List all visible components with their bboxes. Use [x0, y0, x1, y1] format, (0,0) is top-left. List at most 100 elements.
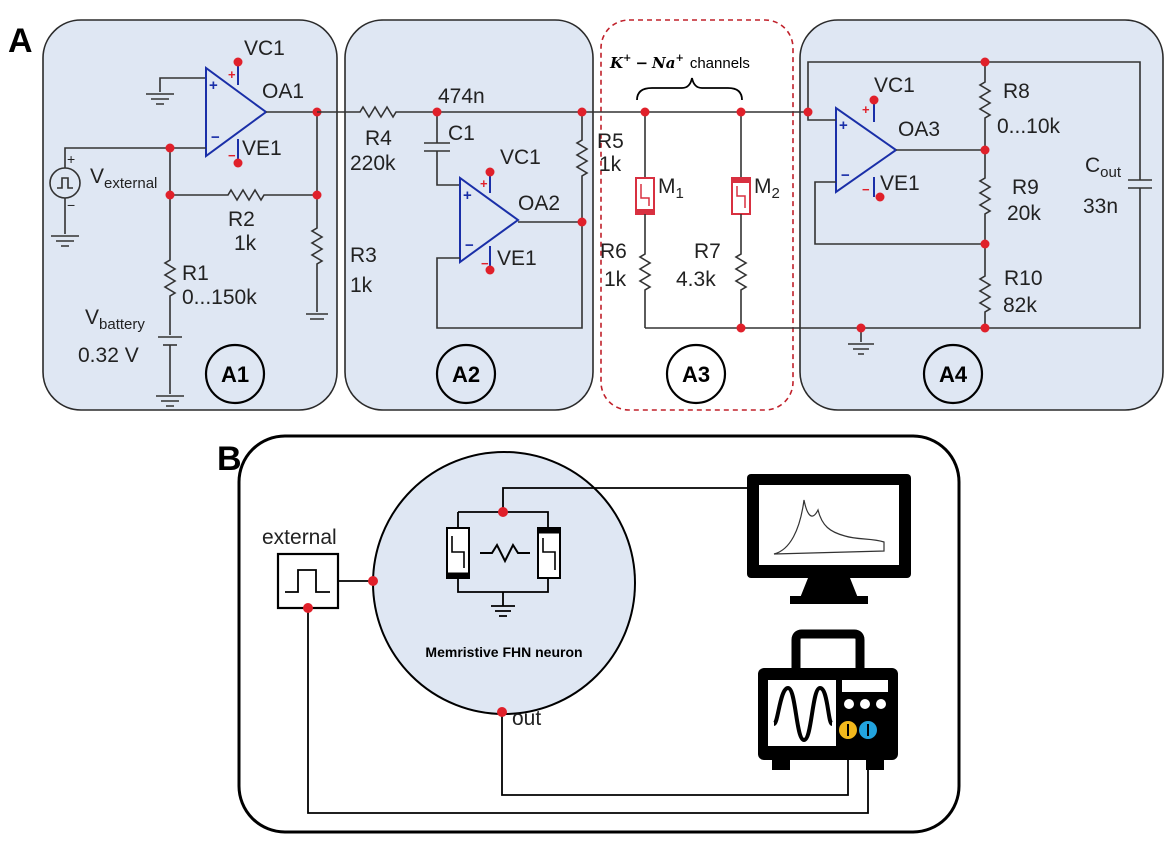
svg-text:−: −: [228, 148, 236, 163]
resistor-r7: [734, 214, 748, 328]
resistor-r5: [575, 112, 589, 222]
neuron-circuit-icon: [446, 511, 561, 617]
r5-name: R5: [597, 130, 624, 153]
external-label: external: [262, 526, 337, 549]
panel-b-label: B: [217, 440, 242, 478]
r10-value: 82k: [1003, 294, 1037, 317]
svg-text:−: −: [862, 182, 870, 197]
svg-text:+: +: [209, 77, 218, 94]
r9-value: 20k: [1007, 202, 1041, 225]
block-a4-panel: [799, 19, 1164, 411]
svg-text:−: −: [841, 167, 850, 184]
cout-label: Cout: [1085, 154, 1122, 181]
block-a3-panel: [600, 19, 794, 411]
oa2-label: OA2: [518, 192, 560, 215]
c1-value: 474n: [438, 85, 485, 108]
m1-label: M1: [658, 175, 684, 202]
svg-text:+: +: [67, 151, 75, 167]
svg-text:−: −: [67, 197, 75, 213]
pulse-generator: [276, 552, 340, 610]
r2-value: 1k: [234, 232, 257, 255]
svg-text:+: +: [839, 117, 848, 134]
block-a1-badge: [204, 343, 266, 405]
neuron-label: Memristive FHN neuron: [425, 644, 582, 660]
block-a4-circuit: + − + − VC1 VE1 OA3 R8 0...10k R9 20k R1…: [803, 57, 1152, 405]
channels-brace: [636, 77, 743, 101]
oa1-vc1-label: VC1: [244, 37, 285, 60]
r6-value: 1k: [604, 268, 627, 291]
r5-value: 1k: [599, 153, 622, 176]
block-a3-circuit: K+−Na+channels M1 R6 1k M2 R7 4.3k A3: [600, 53, 985, 405]
svg-text:−: −: [481, 256, 489, 271]
svg-text:+: +: [480, 176, 488, 191]
resistor-r9: [978, 150, 992, 244]
v-battery-label: Vbattery: [85, 306, 145, 333]
oa2-vc1-label: VC1: [500, 146, 541, 169]
resistor-r2: [170, 188, 317, 202]
m2-label: M2: [754, 175, 780, 202]
resistor-r1: [163, 195, 177, 335]
r4-name: R4: [365, 127, 392, 150]
v-battery-value: 0.32 V: [78, 344, 139, 367]
wire-to-monitor: [502, 487, 747, 512]
r2-name: R2: [228, 208, 255, 231]
c1-name: C1: [448, 122, 475, 145]
block-a3-label: A3: [682, 362, 710, 387]
v-external-label: Vexternal: [90, 165, 157, 192]
oa2-ve1-label: VE1: [497, 247, 537, 270]
svg-text:−: −: [465, 237, 474, 254]
wire-external-scope: [307, 608, 869, 814]
block-a2-circuit: R4 220k 474n C1 + − + − VC1 VE1 OA2 R5 1…: [317, 85, 808, 405]
block-a1-label: A1: [221, 362, 249, 387]
svg-text:+: +: [463, 187, 472, 204]
opamp-oa2: [459, 176, 520, 264]
block-a2-badge: [435, 343, 497, 405]
neuron-circle: [372, 451, 636, 715]
block-a4-label: A4: [939, 362, 968, 387]
block-a3-badge: [665, 343, 727, 405]
capacitor-cout: [985, 179, 1152, 329]
svg-text:−: −: [211, 129, 220, 146]
oa3-vc1-label: VC1: [874, 74, 915, 97]
resistor-r10: [978, 244, 992, 328]
r10-name: R10: [1004, 267, 1043, 290]
oa3-label: OA3: [898, 118, 940, 141]
block-a1-panel: [42, 19, 338, 411]
channels-label: K+−Na+channels: [609, 53, 750, 72]
svg-text:+: +: [862, 102, 870, 117]
memristor-m2: [731, 177, 751, 215]
r8-value: 0...10k: [997, 115, 1061, 138]
opamp-oa3: [835, 106, 898, 194]
block-a2-panel: [344, 19, 594, 411]
r1-name: R1: [182, 262, 209, 285]
r7-name: R7: [694, 240, 721, 263]
memristor-m1: [635, 177, 655, 215]
r8-name: R8: [1003, 80, 1030, 103]
r1-value: 0...150k: [182, 286, 257, 309]
block-a1-circuit: + − + − VC1 VE1 OA1 + − Vexternal R2 1k …: [49, 37, 377, 407]
r7-value: 4.3k: [676, 268, 716, 291]
oa1-label: OA1: [262, 80, 304, 103]
oa1-ve1-label: VE1: [242, 137, 282, 160]
r6-name: R6: [600, 240, 627, 263]
r3-name: R3: [350, 244, 377, 267]
r4-value: 220k: [350, 152, 396, 175]
block-a4-badge: [922, 343, 984, 405]
resistor-r4: [317, 105, 808, 119]
oscilloscope-icon: [758, 629, 898, 770]
out-label: out: [512, 707, 541, 730]
oa3-ve1-label: VE1: [880, 172, 920, 195]
cout-value: 33n: [1083, 195, 1118, 218]
r3-value: 1k: [350, 274, 373, 297]
resistor-r8: [978, 62, 992, 150]
wire-out-scope: [501, 712, 849, 796]
panel-a-label: A: [8, 22, 33, 60]
monitor-icon: [747, 474, 911, 604]
r9-name: R9: [1012, 176, 1039, 199]
capacitor-c1: [424, 112, 460, 186]
block-a2-label: A2: [452, 362, 480, 387]
opamp-oa1: [205, 66, 268, 158]
resistor-r6: [638, 214, 652, 328]
svg-text:+: +: [228, 67, 236, 82]
